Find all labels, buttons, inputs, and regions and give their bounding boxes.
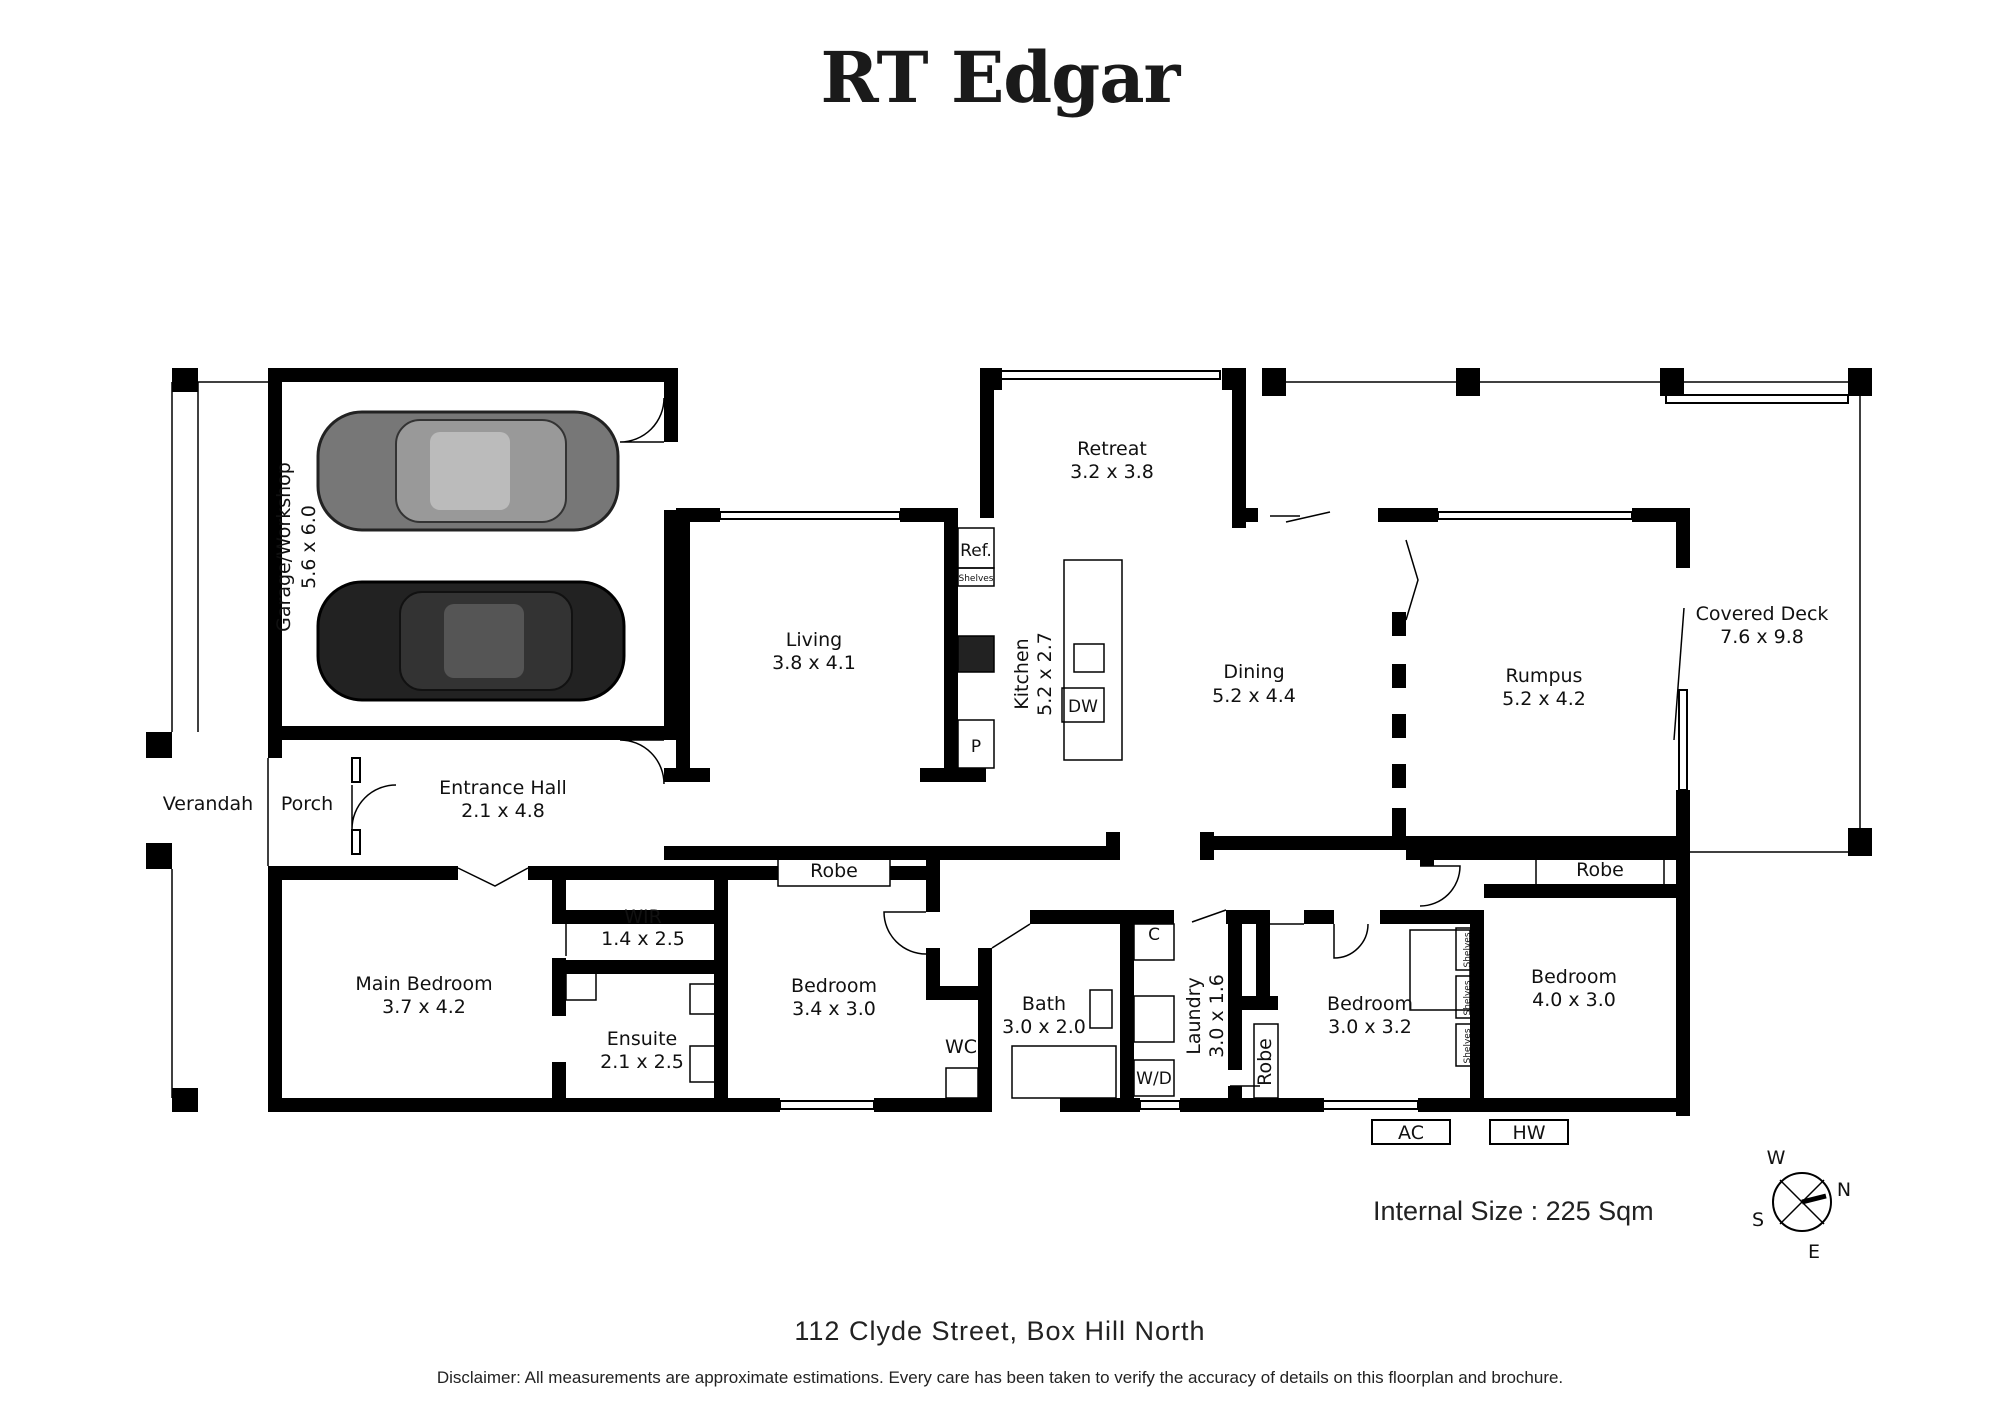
wc-name: WC <box>945 1036 977 1058</box>
address: 112 Clyde Street, Box Hill North <box>794 1316 1206 1346</box>
ac-unit <box>1371 1119 1451 1145</box>
shelves-label-2: Shelves <box>1463 980 1473 1015</box>
internal-size: Internal Size : 225 Sqm <box>1373 1196 1654 1226</box>
compass-w: W <box>1767 1147 1786 1169</box>
entrance-hall-size: 2.1 x 4.8 <box>461 800 545 822</box>
kitchen-fixtures <box>957 527 1123 769</box>
bedroom-a-size: 3.4 x 3.0 <box>792 998 876 1020</box>
ac-label: AC <box>1398 1122 1424 1144</box>
dining-size: 5.2 x 4.4 <box>1212 685 1296 707</box>
main-bedroom-size: 3.7 x 4.2 <box>382 996 466 1018</box>
floor-plan-walls <box>146 368 1872 1116</box>
bedroom-a-name: Bedroom <box>791 975 877 997</box>
shelves-label-kitchen: Shelves <box>958 574 993 584</box>
living-name: Living <box>786 629 843 651</box>
kitchen-name: Kitchen <box>1011 638 1033 709</box>
ensuite-size: 2.1 x 2.5 <box>600 1051 684 1073</box>
disclaimer: Disclaimer: All measurements are approxi… <box>436 1368 1564 1387</box>
bath-name: Bath <box>1022 993 1066 1015</box>
garage-size: 5.6 x 6.0 <box>298 505 320 589</box>
robe-label-c: Robe <box>1576 859 1624 881</box>
bath-fixtures <box>565 853 1665 1099</box>
entrance-hall-name: Entrance Hall <box>439 777 567 799</box>
laundry-name: Laundry <box>1183 977 1205 1054</box>
garage-label: Garage/Workshop <box>273 462 295 632</box>
car-icon-silver <box>316 410 620 532</box>
ensuite-name: Ensuite <box>607 1028 677 1050</box>
bedroom-b-size: 3.0 x 3.2 <box>1328 1016 1412 1038</box>
rumpus-size: 5.2 x 4.2 <box>1502 688 1586 710</box>
bath-size: 3.0 x 2.0 <box>1002 1016 1086 1038</box>
bedroom-c-size: 4.0 x 3.0 <box>1532 989 1616 1011</box>
kitchen-size: 5.2 x 2.7 <box>1034 632 1056 716</box>
compass-s: S <box>1752 1209 1764 1231</box>
dishwasher-label: DW <box>1068 697 1098 717</box>
hw-label: HW <box>1512 1122 1545 1144</box>
robe-label-a: Robe <box>810 860 858 882</box>
retreat-name: Retreat <box>1077 438 1147 460</box>
bedroom-c-name: Bedroom <box>1531 966 1617 988</box>
brand-logo: RT Edgar <box>820 36 1181 119</box>
main-bedroom-name: Main Bedroom <box>355 973 492 995</box>
compass-e: E <box>1808 1241 1820 1263</box>
cupboard-label: C <box>1148 925 1160 945</box>
shelves-label-3: Shelves <box>1463 1028 1473 1063</box>
living-size: 3.8 x 4.1 <box>772 652 856 674</box>
garage-name: Garage/Workshop <box>273 462 295 632</box>
covered-deck-size: 7.6 x 9.8 <box>1720 626 1804 648</box>
hw-unit <box>1489 1119 1569 1145</box>
porch-name: Porch <box>281 793 333 815</box>
washer-dryer-label: W/D <box>1136 1069 1172 1089</box>
pantry-label: P <box>971 737 981 757</box>
compass-n: N <box>1837 1179 1851 1201</box>
shelves-label-1: Shelves <box>1463 932 1473 967</box>
wir-size: 1.4 x 2.5 <box>601 928 685 950</box>
compass-icon: W N S E <box>1752 1147 1851 1263</box>
car-icon-black <box>316 580 626 702</box>
rumpus-name: Rumpus <box>1506 665 1583 687</box>
floor-plan-thin-lines <box>171 381 1861 1098</box>
retreat-size: 3.2 x 3.8 <box>1070 461 1154 483</box>
floor-plan-windows <box>270 370 1849 1110</box>
robe-label-b: Robe <box>1254 1038 1276 1086</box>
dining-name: Dining <box>1223 661 1284 683</box>
bedroom-b-name: Bedroom <box>1327 993 1413 1015</box>
verandah-name: Verandah <box>163 793 253 815</box>
wir-name: WIR <box>624 906 662 928</box>
laundry-size: 3.0 x 1.6 <box>1206 974 1228 1058</box>
ref-label: Ref. <box>960 541 992 561</box>
floor-plan-doors <box>351 397 1685 1087</box>
covered-deck-name: Covered Deck <box>1696 603 1829 625</box>
